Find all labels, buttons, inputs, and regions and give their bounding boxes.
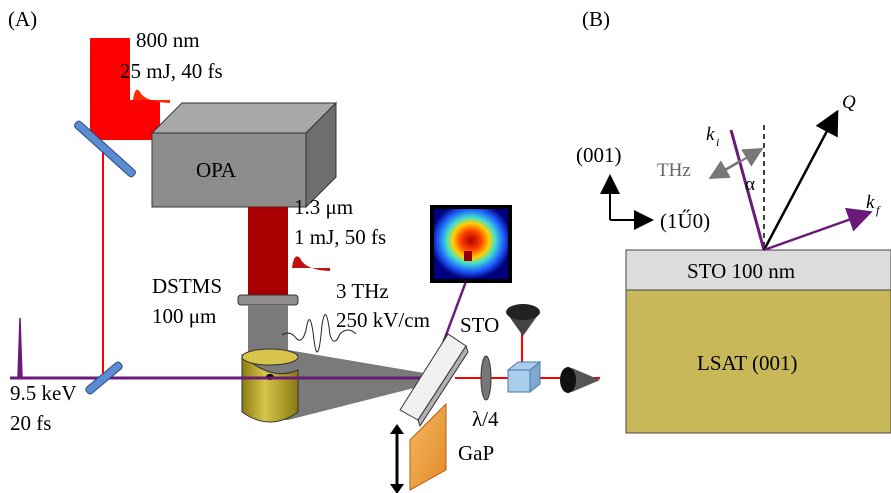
xray-duration: 20 fs xyxy=(10,411,51,435)
beamsplitter-top xyxy=(74,120,136,178)
axis-001-label: (001) xyxy=(576,143,622,167)
parabolic-mirror-top xyxy=(241,348,299,366)
pbs-cube xyxy=(507,369,531,393)
photodiode-top xyxy=(506,304,540,320)
dstms-label: DSTMS xyxy=(152,274,222,298)
lsat-substrate xyxy=(625,289,891,434)
panel-a-label: (A) xyxy=(8,7,37,31)
thz-pol-arrow-b xyxy=(708,160,741,179)
pbs-side xyxy=(529,360,541,394)
gap-crystal xyxy=(409,402,447,491)
kf-subscript: f xyxy=(876,203,881,217)
ki-label: k⃗ xyxy=(706,124,729,145)
thz-frequency: 3 THz xyxy=(336,279,389,303)
sto-film xyxy=(625,249,891,291)
pump-800-wavelength: 800 nm xyxy=(136,28,200,52)
ir-beam xyxy=(248,207,288,299)
translation-arrow-down xyxy=(390,484,404,493)
ki-subscript: i xyxy=(716,135,719,149)
pump-800-beam-horizontal xyxy=(90,100,160,140)
q-label: Q⃗ xyxy=(842,92,871,113)
beamsplitter-bottom xyxy=(85,361,123,395)
translation-arrow-up xyxy=(390,424,404,434)
detector-peak xyxy=(464,251,472,261)
dstms-thickness: 100 μm xyxy=(152,304,216,328)
ir-energy: 1 mJ, 50 fs xyxy=(294,225,386,249)
q-vector xyxy=(762,109,839,251)
pump-800-pulse xyxy=(128,89,170,103)
axis-1m10-label: (1Ű0) xyxy=(660,209,710,233)
photodiode-right xyxy=(560,367,576,393)
lsat-label: LSAT (001) xyxy=(697,351,798,375)
pump-800-energy: 25 mJ, 40 fs xyxy=(120,59,223,83)
photodiode-right-cone xyxy=(572,368,600,392)
alpha-label: α xyxy=(745,174,755,195)
kf-vector xyxy=(763,207,873,252)
ir-wavelength: 1.3 μm xyxy=(294,195,353,219)
thz-field: 250 kV/cm xyxy=(336,308,430,332)
quarter-waveplate xyxy=(480,355,492,401)
thz-label: THz xyxy=(657,160,691,181)
sto-film-label: STO 100 nm xyxy=(687,259,795,283)
panel-b-label: (B) xyxy=(582,7,610,31)
gap-label: GaP xyxy=(458,441,494,465)
kf-label: k⃗ xyxy=(866,192,889,213)
opa-label: OPA xyxy=(196,158,237,182)
ki-vector xyxy=(729,129,766,251)
opa-top-face xyxy=(150,102,338,134)
dstms-crystal xyxy=(237,294,299,306)
thz-waveform xyxy=(281,314,357,353)
sto-sample-edge xyxy=(417,344,469,428)
opa-front-face xyxy=(151,132,307,208)
xray-energy: 9.5 keV xyxy=(10,381,77,405)
waveplate-label: λ/4 xyxy=(472,407,499,431)
xray-pulse xyxy=(14,317,26,379)
sto-label: STO xyxy=(460,313,499,337)
detector-image xyxy=(434,209,508,279)
ir-pulse xyxy=(288,256,330,271)
parabolic-mirror xyxy=(241,353,299,423)
